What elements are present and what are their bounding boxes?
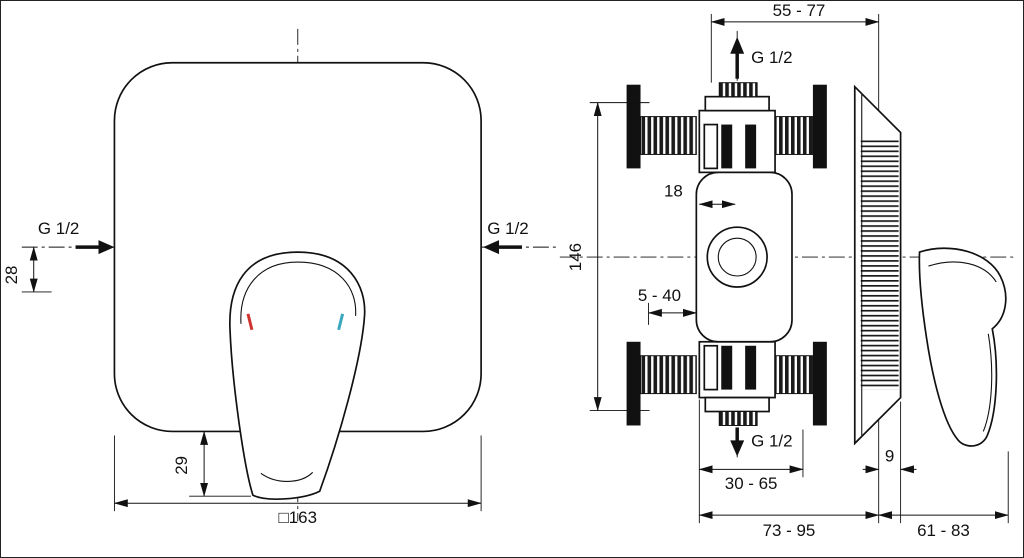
side-view: G 1/2 G 1/2 55 - 77 146 18 5 — [559, 1, 1015, 540]
front-view: G 1/2 G 1/2 28 29 □163 — [2, 28, 558, 527]
dim-9: 9 — [862, 401, 917, 524]
handle-front — [229, 251, 366, 500]
hot-indicator-mark — [246, 313, 254, 331]
handle-front-bottom-line — [260, 471, 314, 482]
dim-30-65: 30 - 65 — [698, 429, 804, 493]
g12-right-label: G 1/2 — [487, 219, 528, 238]
dim-30-65-label: 30 - 65 — [725, 474, 778, 493]
cartridge-detail-top-white — [703, 123, 719, 170]
side-top-connection: G 1/2 — [730, 36, 793, 79]
threaded-block-bottom-left — [640, 355, 697, 395]
handle-front-cap-line — [240, 261, 357, 324]
valve-body — [695, 82, 793, 426]
cartridge-detail-top-dark2 — [745, 124, 757, 169]
dim-5-40-label: 5 - 40 — [638, 286, 681, 305]
front-left-connection: G 1/2 — [38, 219, 115, 255]
dim-28: 28 — [2, 246, 52, 293]
handle-side-cap-line — [928, 261, 997, 283]
dim-163: □163 — [113, 435, 482, 527]
g12-bottom-arrow-head — [730, 440, 745, 457]
top-port-cap — [704, 95, 770, 112]
dim-29: 29 — [172, 430, 251, 497]
dim-28-label: 28 — [2, 266, 21, 285]
threaded-block-top-right — [774, 116, 814, 155]
handle-side-outline — [918, 247, 1007, 447]
side-bottom-connection: G 1/2 — [730, 427, 793, 457]
dim-55-77: 55 - 77 — [710, 1, 880, 26]
cartridge-spindle-outer — [706, 226, 768, 288]
bracket-bar-bottom-right — [812, 341, 827, 426]
bracket-bar-top-left — [626, 84, 641, 169]
dim-18-label: 18 — [664, 181, 683, 200]
threaded-block-top-left — [640, 116, 697, 155]
dim-73-95-label: 73 - 95 — [763, 521, 816, 540]
dim-55-77-label: 55 - 77 — [773, 1, 826, 20]
bottom-port-thread — [718, 411, 758, 426]
bottom-port-cap — [704, 396, 770, 413]
g12-left-arrow-head — [98, 240, 115, 255]
bracket-bar-bottom-left — [626, 341, 641, 426]
dim-29-label: 29 — [172, 456, 191, 475]
escutcheon-sleeve — [853, 84, 902, 446]
dim-9-label: 9 — [885, 446, 894, 465]
threaded-block-bottom-right — [774, 355, 814, 395]
g12-top-arrow-head — [730, 36, 745, 54]
dim-146: 146 — [566, 102, 650, 412]
dim-73-95: 73 - 95 — [698, 511, 880, 540]
cartridge-detail-bottom-dark2 — [745, 345, 757, 390]
cartridge-detail-top-dark — [721, 124, 733, 169]
dim-61-83: 61 - 83 — [878, 451, 1009, 540]
handle-front-outline — [229, 251, 366, 500]
dim-146-label: 146 — [566, 243, 585, 271]
cartridge-detail-bottom-white — [703, 344, 719, 391]
g12-right-arrow-head — [483, 240, 500, 255]
cartridge-detail-bottom-dark — [721, 345, 733, 390]
top-port-thread — [718, 82, 758, 98]
dim-18: 18 — [664, 181, 736, 209]
dim-61-83-label: 61 - 83 — [917, 521, 970, 540]
handle-side — [918, 247, 1007, 447]
front-right-connection: G 1/2 — [483, 219, 529, 255]
dim-163-label: □163 — [279, 508, 317, 527]
cartridge-spindle-inner — [717, 237, 757, 277]
sleeve-thread-hatch — [860, 138, 899, 390]
g12-left-label: G 1/2 — [38, 219, 79, 238]
cold-indicator-mark — [337, 313, 345, 331]
g12-bottom-label: G 1/2 — [751, 431, 792, 450]
g12-top-label: G 1/2 — [751, 48, 792, 67]
dim-5-40: 5 - 40 — [638, 286, 697, 325]
handle-side-edge-line — [982, 333, 993, 432]
bracket-bar-top-right — [812, 84, 827, 169]
